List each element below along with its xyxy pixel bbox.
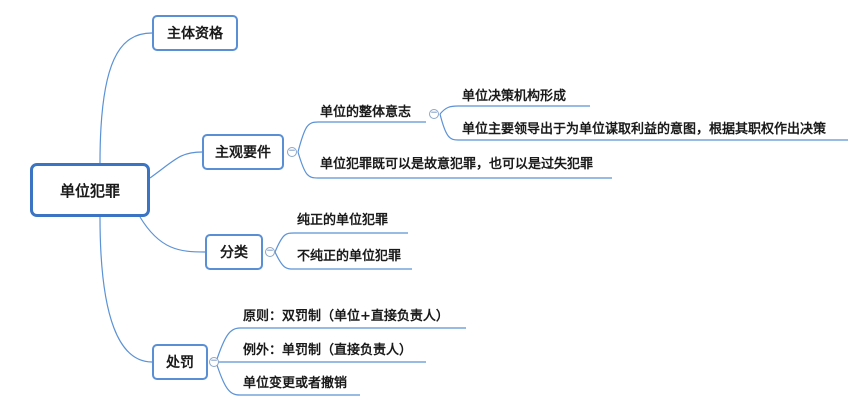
connector-category-pure: [274, 232, 408, 253]
node-intent-or-negligence[interactable]: 单位犯罪既可以是故意犯罪，也可以是过失犯罪: [320, 157, 594, 172]
node-penalty-principle[interactable]: 原则：双罚制（单位+直接负责人）: [243, 309, 449, 324]
node-penalty-exception[interactable]: 例外：单罚制（直接负责人）: [243, 343, 413, 358]
connector-root-category: [139, 216, 206, 253]
branch-penalty[interactable]: 处罚: [152, 344, 208, 380]
node-pure-unit-crime[interactable]: 纯正的单位犯罪: [297, 213, 389, 228]
connector-penalty-principle: [215, 327, 466, 363]
branch-subjective-element[interactable]: 主观要件: [202, 134, 284, 170]
collapse-toggle-penalty[interactable]: −: [209, 356, 219, 367]
node-decision-body[interactable]: 单位决策机构形成: [462, 89, 567, 104]
connector-root-penalty: [99, 216, 153, 363]
connector-category-impure: [274, 251, 412, 270]
connector-subjective-fault: [297, 151, 612, 179]
connector-will-leader: [439, 113, 848, 141]
branch-category[interactable]: 分类: [205, 234, 263, 270]
connector-will-decision: [439, 105, 590, 115]
connector-root-subjective: [149, 151, 203, 179]
node-unit-change-or-revoke[interactable]: 单位变更或者撤销: [243, 376, 348, 391]
root-node[interactable]: 单位犯罪: [30, 163, 150, 217]
node-leader-decision[interactable]: 单位主要领导出于为单位谋取利益的意图，根据其职权作出决策: [462, 122, 827, 137]
node-overall-will[interactable]: 单位的整体意志: [320, 105, 412, 120]
connector-root-subject: [99, 32, 153, 164]
node-impure-unit-crime[interactable]: 不纯正的单位犯罪: [297, 249, 402, 264]
collapse-toggle-category[interactable]: −: [265, 246, 275, 257]
branch-subject-qualification[interactable]: 主体资格: [152, 15, 238, 51]
connector-subjective-will: [297, 121, 426, 153]
connector-penalty-change: [215, 361, 360, 396]
collapse-toggle-subjective[interactable]: −: [287, 146, 297, 157]
collapse-toggle-will[interactable]: −: [429, 108, 439, 119]
